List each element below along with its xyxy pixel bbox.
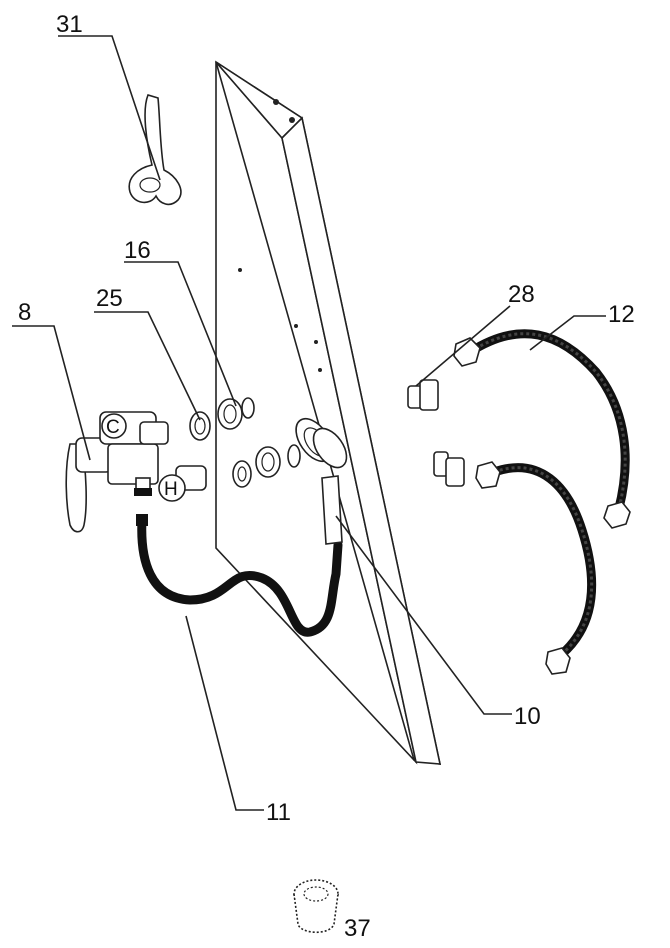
hand-shower-part <box>295 417 348 545</box>
callout-10: 10 <box>514 703 541 730</box>
callout-37: 37 <box>344 915 371 942</box>
filter-part-37 <box>293 879 339 934</box>
washer-part-25 <box>189 411 252 488</box>
callout-11: 11 <box>266 799 291 826</box>
adapter-part-28 <box>407 379 465 487</box>
wrench-part <box>128 94 182 206</box>
callout-labels: 31 16 25 8 28 12 10 11 37 <box>18 11 635 942</box>
hot-mark: H <box>164 479 178 500</box>
callout-16: 16 <box>124 237 151 264</box>
mixer-valve-part: C H <box>65 411 207 533</box>
callout-8: 8 <box>18 299 31 326</box>
cold-mark: C <box>106 417 120 438</box>
flex-hose-part <box>453 329 631 675</box>
callout-31: 31 <box>56 11 83 38</box>
leader-lines <box>12 35 606 811</box>
shower-hose-part <box>136 514 343 637</box>
callout-28: 28 <box>508 281 535 308</box>
callout-12: 12 <box>608 301 635 328</box>
connector-part-16 <box>217 397 301 478</box>
callout-25: 25 <box>96 285 123 312</box>
